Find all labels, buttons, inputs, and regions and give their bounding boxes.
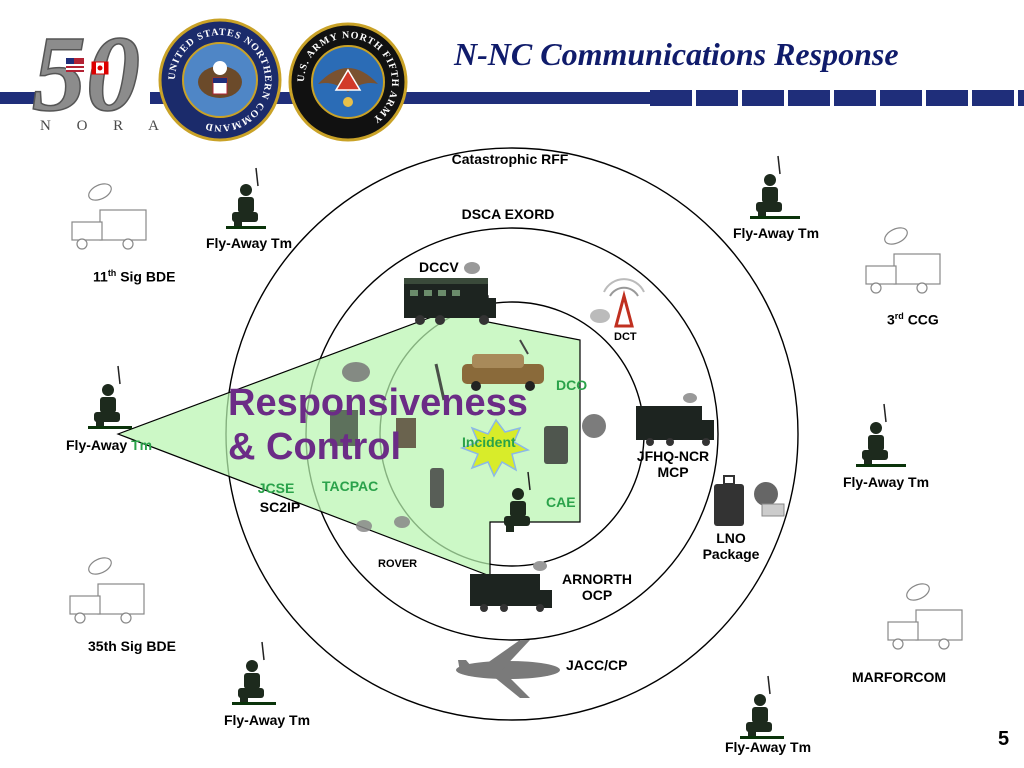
lno-case-icon [714,475,785,526]
satellite-truck-icon-35th [69,557,145,624]
soldier-icon-ur [750,155,800,219]
marforcom-label: MARFORCOM [852,669,947,685]
fly-away-label-right: Fly-Away Tm [842,474,930,490]
jcse-label: JCSE [257,480,295,496]
army-north-seal: U.S. ARMY NORTH FIFTH ARMY [288,22,408,142]
soldier-icon-br [740,675,784,739]
ring-label-outer: Catastrophic RFF [451,151,569,167]
soldier-icon-right [856,403,906,467]
cae-label: CAE [546,494,576,510]
ring-label-dco: DCO [556,377,588,393]
fly-away-label-bl: Fly-Away Tm [223,712,311,728]
norad-50-logo: 50 [31,18,141,118]
soldier-icon-bl [232,641,276,705]
arnorth-ocp-truck-icon [470,561,552,612]
jfhq-mcp-truck-icon [636,393,714,446]
jacc-label: JACC/CP [566,657,628,673]
sig-35th-label: 35th Sig BDE [88,638,176,654]
sig-11th-label: 11th Sig BDE [93,268,176,285]
dccv-truck-icon [404,262,496,325]
dct-tower-icon [590,278,645,328]
tacpac-label: TACPAC [322,478,379,494]
ccg-3rd-label: 3rd CCG [887,311,939,328]
ring-label-middle: DSCA EXORD [461,206,555,222]
satellite-truck-icon-11th [71,183,147,250]
responsiveness-control-text: Responsiveness & Control [228,382,528,469]
overlay-line1: Responsiveness [228,382,528,424]
soldier-icon-ul [226,167,266,229]
sc2ip-label: SC2IP [259,499,301,515]
equipment-icons [330,362,606,532]
rover-label: ROVER [378,558,418,570]
satellite-truck-icon-3rd [865,227,941,294]
satellite-truck-icon-marforcom [887,583,963,650]
suv-vehicle-icon [462,339,544,391]
header-bar-left [0,92,40,104]
dct-label: DCT [614,331,637,343]
soldier-icon-left [88,365,132,429]
ring-label-dccv: DCCV [419,259,459,275]
fly-away-label-left: Fly-Away Tm [66,437,153,453]
soldier-icon-cae [504,471,531,532]
fly-away-label-br: Fly-Away Tm [724,739,812,755]
northcom-seal: UNITED STATES NORTHERN COMMAND [158,18,282,142]
header-bar-segments [650,90,1024,106]
fly-away-label-ur: Fly-Away Tm [732,225,820,241]
fly-away-label-ul: Fly-Away Tm [205,235,293,251]
norad-caption: N O R A D [40,118,206,134]
page-number: 5 [998,728,1010,750]
logo-number: 50 [32,18,140,118]
page-title: N-NC Communications Response [454,36,899,72]
incident-burst-icon [459,418,530,478]
aircraft-icon [456,640,560,698]
incident-label: Incident [462,434,516,450]
overlay-line2: & Control [228,425,402,468]
